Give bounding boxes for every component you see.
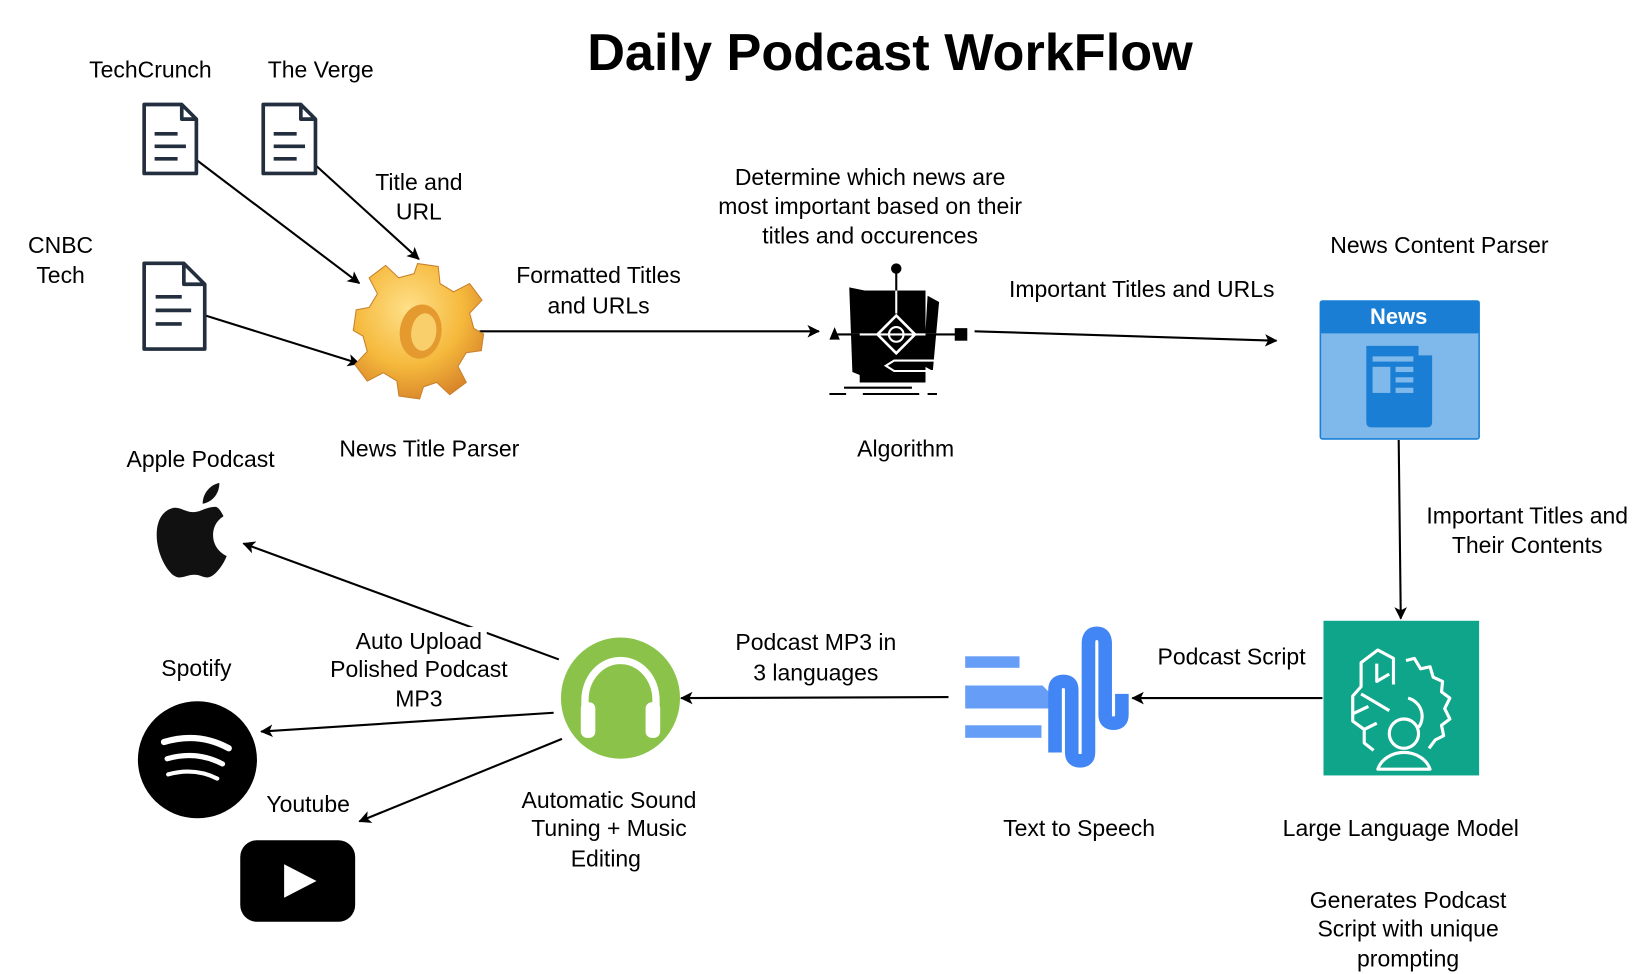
- headphones-icon: [560, 637, 681, 759]
- edge-sound-to-apple: [242, 541, 560, 661]
- edge-label-line-3: MP3: [395, 685, 442, 711]
- node-label: Youtube: [266, 791, 349, 817]
- node-label-line-2: Tuning + Music: [531, 815, 687, 841]
- algorithm-icon: [829, 263, 968, 396]
- node-algorithm[interactable]: Determine which news are most important …: [718, 164, 1022, 462]
- node-label: Spotify: [161, 655, 232, 681]
- node-note-line-2: most important based on their: [718, 193, 1022, 219]
- node-label: Text to Speech: [1003, 815, 1155, 841]
- edge-label-line-1: Formatted Titles: [516, 262, 681, 288]
- gear-icon: [352, 263, 485, 400]
- node-large-language-model[interactable]: Large Language Model Generates Podcast S…: [1283, 620, 1519, 972]
- edge-label-line-1: Podcast MP3 in: [735, 629, 896, 655]
- edge-label-line-2: 3 languages: [753, 659, 878, 685]
- node-label-line-3: Editing: [571, 845, 641, 871]
- node-label: The Verge: [268, 56, 374, 82]
- edge-label: Important Titles and URLs: [1009, 276, 1274, 302]
- youtube-icon: [240, 840, 356, 922]
- node-label-line-1: CNBC: [28, 232, 93, 258]
- edge-cnbc-to-parser: [205, 314, 361, 367]
- document-icon: [142, 102, 199, 176]
- edge-sound-to-youtube: [358, 737, 563, 823]
- node-label-line-2: Tech: [36, 262, 85, 288]
- edge-label-line-2: and URLs: [547, 293, 649, 319]
- edge-label: Podcast Script: [1158, 644, 1307, 670]
- node-note-line-1: Determine which news are: [735, 164, 1006, 190]
- node-spotify[interactable]: Spotify: [137, 655, 257, 819]
- node-label: News Content Parser: [1330, 232, 1549, 258]
- brain-gear-icon: [1351, 648, 1452, 771]
- spotify-icon: [137, 701, 257, 819]
- news-badge: News: [1370, 304, 1427, 329]
- edge-label-auto-upload: Auto Upload Polished Podcast MP3: [330, 627, 508, 711]
- edge-techcrunch-to-parser: [195, 159, 361, 285]
- node-news-title-parser[interactable]: News Title Parser: [339, 256, 520, 462]
- node-label: TechCrunch: [89, 56, 212, 82]
- apple-icon: [156, 482, 227, 578]
- node-the-verge[interactable]: The Verge: [261, 56, 374, 176]
- node-label-line-1: Automatic Sound: [522, 787, 697, 813]
- edge-verge-to-parser: [314, 164, 420, 260]
- node-text-to-speech[interactable]: Text to Speech: [965, 626, 1155, 841]
- edges: [195, 159, 1407, 823]
- node-label: Algorithm: [857, 436, 954, 462]
- document-icon: [142, 261, 207, 351]
- newspaper-icon: News: [1319, 300, 1480, 440]
- node-apple-podcast[interactable]: Apple Podcast: [127, 446, 276, 578]
- edge-content-to-llm: [1394, 439, 1407, 620]
- edge-label-line-1: Title and: [375, 169, 462, 195]
- node-label: Large Language Model: [1283, 815, 1519, 841]
- node-note-line-2: Script with unique: [1317, 915, 1498, 941]
- edge-label-line-2: URL: [396, 198, 442, 224]
- node-youtube[interactable]: Youtube: [240, 791, 356, 922]
- node-news-content-parser[interactable]: News Content Parser News: [1319, 232, 1549, 440]
- sound-wave-icon: [965, 626, 1129, 768]
- edge-tts-to-sound: [680, 691, 949, 705]
- node-cnbc-tech[interactable]: CNBC Tech: [28, 232, 207, 351]
- document-icon: [261, 102, 318, 176]
- node-note-line-3: prompting: [1357, 946, 1459, 972]
- node-note-line-1: Generates Podcast: [1310, 887, 1507, 913]
- diagram-title: Daily Podcast WorkFlow: [587, 24, 1193, 82]
- node-techcrunch[interactable]: TechCrunch: [89, 56, 212, 176]
- node-automatic-sound-tuning[interactable]: Automatic Sound Tuning + Music Editing: [522, 637, 697, 871]
- edge-sound-to-spotify: [260, 711, 554, 738]
- edge-algorithm-to-content: [974, 330, 1278, 347]
- edge-label-line-2: Their Contents: [1452, 532, 1603, 558]
- edge-label-line-1: Important Titles and: [1426, 503, 1628, 529]
- node-label: Apple Podcast: [127, 446, 276, 472]
- node-note-line-3: titles and occurences: [762, 222, 978, 248]
- node-label: News Title Parser: [339, 436, 519, 462]
- llm-icon-bg: [1323, 620, 1480, 776]
- edge-label-line-1: Auto Upload: [356, 628, 482, 654]
- edge-label-line-2: Polished Podcast: [330, 656, 508, 682]
